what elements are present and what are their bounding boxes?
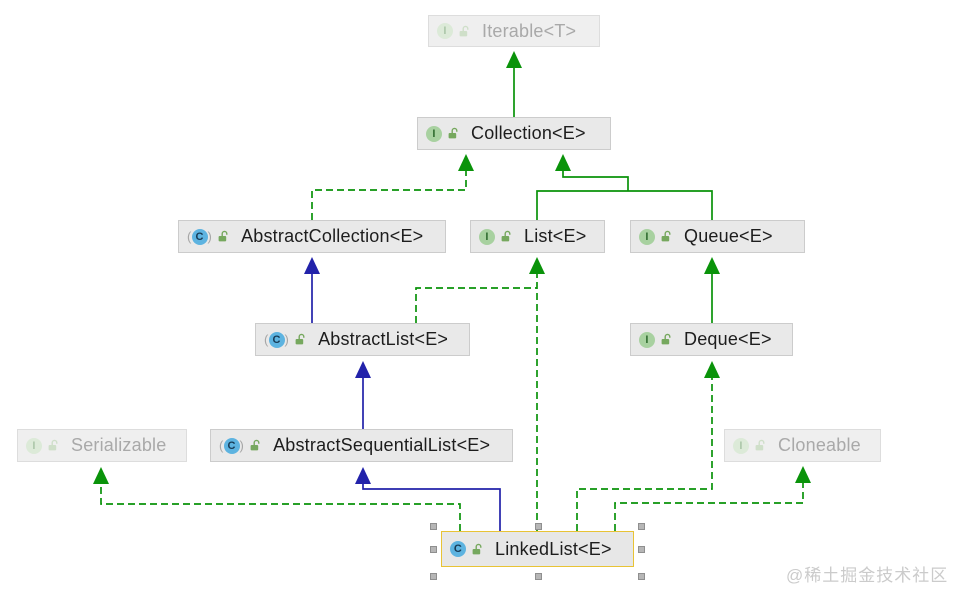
abstractcollection-implements-collection-arrowhead [458,154,474,171]
lock-icon [661,333,671,345]
selection-handle-top-left[interactable] [430,523,437,530]
node-label: Queue<E> [684,226,773,246]
interface-icon: I [733,437,749,454]
deque-extends-queue-arrowhead [704,257,720,274]
node-serializable[interactable]: I Serializable [17,429,187,462]
node-collection[interactable]: I Collection<E> [417,117,611,150]
linkedlist-implements-cloneable-arrowhead [795,466,811,483]
interface-icon: I [437,23,453,39]
lock-icon [755,439,765,451]
interface-icon: I [426,125,442,142]
edge-abstractlist-implements-list-branch [415,287,537,323]
node-label: AbstractSequentialList<E> [273,435,491,455]
interface-icon: I [639,228,655,245]
node-label: List<E> [524,226,587,246]
abstractsequentiallist-extends-abstractlist-arrowhead [355,361,371,378]
node-label: Collection<E> [471,123,586,143]
abstract-class-icon: (C) [187,228,213,245]
watermark: @稀土掘金技术社区 [786,566,949,585]
abstract-class-icon: (C) [264,331,290,348]
selection-handle-top-right[interactable] [638,523,645,530]
edge-linkedlist-implements-deque [576,377,713,531]
node-iterable[interactable]: I Iterable<T> [428,15,600,47]
node-abstract-sequential-list[interactable]: (C) AbstractSequentialList<E> [210,429,513,462]
linkedlist-implements-serializable-arrowhead [93,467,109,484]
node-abstract-list[interactable]: (C) AbstractList<E> [255,323,470,356]
interface-icon: I [26,437,42,454]
edge-linkedlist-extends-abstractsequentiallist [362,483,501,531]
edge-linkedlist-implements-serializable [100,483,461,531]
edge-list-queue-extends-collection-bus [536,190,713,220]
selection-handle-middle-left[interactable] [430,546,437,553]
selection-handle-bottom-right[interactable] [638,573,645,580]
lock-icon [459,25,469,36]
node-list[interactable]: I List<E> [470,220,605,253]
class-icon: C [450,541,466,557]
linkedlist-implements-deque-arrowhead [704,361,720,378]
edge-abstractcollection-implements-collection [311,170,467,220]
selection-handle-top-center[interactable] [534,523,542,530]
linkedlist-implements-list-arrowhead [529,257,545,274]
collection-extends-iterable-arrowhead [506,51,522,68]
node-cloneable[interactable]: I Cloneable [724,429,881,462]
selection-handle-bottom-left[interactable] [430,573,437,580]
edge-list-queue-extends-collection-arrow [562,170,629,191]
lock-icon [448,127,458,139]
interface-icon: I [479,228,495,245]
node-label: Serializable [71,435,167,455]
selection-handle-middle-right[interactable] [638,546,645,553]
lock-icon [218,230,228,242]
abstractlist-extends-abstractcollection-arrowhead [304,257,320,274]
node-queue[interactable]: I Queue<E> [630,220,805,253]
node-label: AbstractCollection<E> [241,226,424,246]
lock-icon [48,439,58,451]
edge-linkedlist-implements-cloneable [614,482,804,531]
interface-icon: I [639,331,655,348]
linkedlist-extends-abstractsequentiallist-arrowhead [355,467,371,484]
lock-icon [295,333,305,345]
node-abstract-collection[interactable]: (C) AbstractCollection<E> [178,220,446,253]
lock-icon [472,543,482,554]
lock-icon [501,230,511,242]
abstract-class-icon: (C) [219,437,245,454]
node-deque[interactable]: I Deque<E> [630,323,793,356]
lock-icon [661,230,671,242]
selection-handle-bottom-center[interactable] [534,573,542,580]
lock-icon [250,439,260,451]
node-label: LinkedList<E> [495,538,612,559]
list-queue-extends-collection-arrow-arrowhead [555,154,571,171]
node-label: Deque<E> [684,329,772,349]
node-linked-list[interactable]: C LinkedList<E> [441,531,634,567]
node-label: AbstractList<E> [318,329,449,349]
node-label: Iterable<T> [482,20,577,41]
node-label: Cloneable [778,435,861,455]
